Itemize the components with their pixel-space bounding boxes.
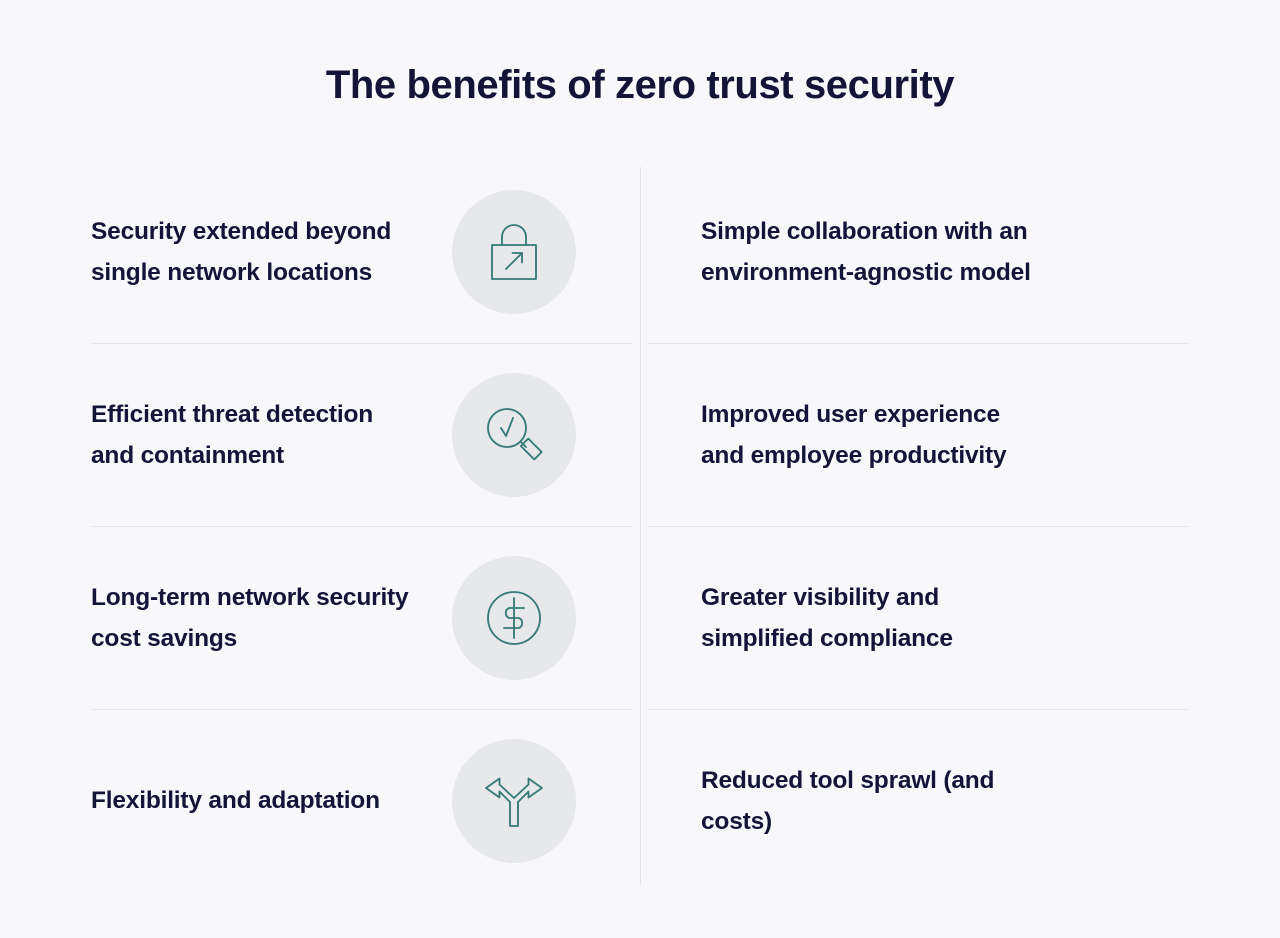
benefit-item-visibility-compliance: Greater visibility and simplified compli…	[640, 526, 1189, 709]
benefits-grid: Security extended beyond single network …	[91, 160, 1189, 883]
page-title: The benefits of zero trust security	[325, 63, 955, 107]
benefit-item-cost-savings: Long-term network security cost savings	[91, 526, 640, 709]
horizontal-divider-right-2	[648, 526, 1189, 527]
benefit-label: Flexibility and adaptation	[91, 787, 380, 814]
benefit-item-tool-sprawl: Reduced tool sprawl (and costs)	[640, 709, 1189, 892]
benefit-label: Simple collaboration with an environment…	[701, 217, 1031, 286]
benefit-item-threat-detection: Efficient threat detection and containme…	[91, 343, 640, 526]
horizontal-divider-left-2	[91, 526, 632, 527]
benefit-label: Greater visibility and simplified compli…	[701, 583, 953, 652]
benefit-label: Long-term network security cost savings	[91, 583, 409, 652]
benefit-label: Improved user experience and employee pr…	[701, 400, 1007, 469]
horizontal-divider-right-1	[648, 343, 1189, 344]
benefit-label: Reduced tool sprawl (and costs)	[701, 766, 995, 835]
lock-arrow-icon	[452, 189, 576, 314]
magnifier-check-icon	[452, 372, 576, 497]
horizontal-divider-right-3	[648, 709, 1189, 710]
fork-arrows-icon-glyph	[485, 777, 543, 827]
lock-arrow-icon-glyph	[491, 223, 537, 280]
benefit-label: Security extended beyond single network …	[91, 217, 392, 286]
benefit-item-security-extended: Security extended beyond single network …	[91, 160, 640, 343]
vertical-divider	[639, 167, 641, 884]
magnifier-check-icon-glyph	[487, 407, 543, 460]
dollar-coin-icon-glyph	[487, 590, 541, 645]
horizontal-divider-left-1	[91, 343, 632, 344]
benefit-label: Efficient threat detection and containme…	[91, 400, 374, 469]
benefit-item-simple-collaboration: Simple collaboration with an environment…	[640, 160, 1189, 343]
benefit-item-flexibility: Flexibility and adaptation	[91, 709, 640, 892]
dollar-coin-icon	[452, 555, 576, 680]
benefit-item-user-experience: Improved user experience and employee pr…	[640, 343, 1189, 526]
horizontal-divider-left-3	[91, 709, 632, 710]
fork-arrows-icon	[452, 738, 576, 863]
